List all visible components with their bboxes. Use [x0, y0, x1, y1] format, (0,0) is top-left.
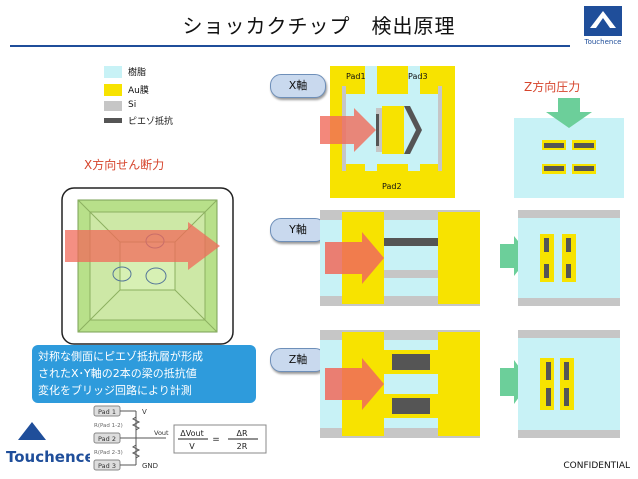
- note-line-2: されたX･Y軸の2本の梁の抵抗値: [38, 367, 197, 380]
- z-axis-result-diagram: [500, 330, 620, 438]
- legend-label-piezo: ピエゾ抵抗: [128, 117, 174, 127]
- formula-vout-den: V: [189, 442, 195, 451]
- formula-equals: =: [212, 435, 220, 445]
- legend-swatch-piezo: [104, 118, 122, 123]
- z-axis-diagram: [320, 330, 480, 438]
- x-axis-label: X軸: [270, 74, 326, 98]
- touchence-logo-icon: Touchence: [584, 6, 622, 46]
- chip-illustration: [61, 187, 234, 345]
- circuit-vout-label: Vout: [154, 429, 169, 437]
- confidential-label: CONFIDENTIAL: [563, 461, 630, 471]
- circuit-pad1-label: Pad 1: [98, 408, 116, 416]
- legend-swatch-resin: [104, 66, 122, 78]
- note-line-1: 対称な側面にピエゾ抵抗層が形成: [38, 350, 203, 363]
- z-axis-label: Z軸: [270, 348, 326, 372]
- legend-item-piezo: ピエゾ抵抗: [104, 115, 184, 127]
- legend-item-resin: 樹脂: [104, 66, 184, 78]
- circuit-pad3-label: Pad 3: [98, 462, 116, 470]
- x-axis-diagram: [320, 66, 455, 198]
- circuit-v-label: V: [142, 408, 147, 416]
- legend-label-gold: Au膜: [128, 86, 149, 96]
- formula-r-den: 2R: [237, 442, 248, 451]
- x-shear-title: X方向せん断力: [84, 158, 165, 172]
- pad1-label: Pad1: [346, 72, 366, 81]
- legend-item-gold: Au膜: [104, 84, 184, 96]
- title-underline: [10, 45, 570, 47]
- z-pressure-diagram: [514, 98, 624, 198]
- z-axis-arrow-icon: [325, 358, 384, 410]
- circuit-gnd-label: GND: [142, 462, 158, 470]
- y-axis-arrow-icon: [325, 232, 384, 284]
- y-axis-label: Y軸: [270, 218, 326, 242]
- legend-label-resin: 樹脂: [128, 68, 147, 78]
- z-pressure-title: Z方向圧力: [524, 80, 581, 94]
- legend-item-si: Si: [104, 100, 184, 112]
- bottom-logo-text: Touchence: [6, 448, 90, 466]
- x-shear-arrow-icon: [65, 222, 220, 270]
- page-title: ショッカクチップ 検出原理: [182, 14, 456, 38]
- formula-r-num: ΔR: [236, 429, 247, 438]
- legend-swatch-si: [104, 101, 122, 111]
- circuit-r23-label: R(Pad 2-3): [94, 450, 123, 456]
- formula-vout-num: ΔVout: [180, 429, 203, 438]
- x-axis-arrow-icon: [320, 108, 376, 152]
- legend-label-si: Si: [128, 100, 137, 110]
- top-logo-text: Touchence: [584, 38, 622, 46]
- note-line-3: 変化をブリッジ回路により計測: [38, 384, 192, 397]
- pad3-label: Pad3: [408, 72, 428, 81]
- touchence-bottom-logo-icon: Touchence: [6, 422, 90, 466]
- circuit-pad2-label: Pad 2: [98, 435, 116, 443]
- y-result-arrow-icon: [500, 236, 530, 276]
- circuit-r12-label: R(Pad 1-2): [94, 423, 123, 429]
- y-axis-diagram: [320, 210, 480, 306]
- z-result-arrow-icon: [500, 360, 530, 404]
- legend-swatch-gold: [104, 84, 122, 96]
- explanation-note: 対称な側面にピエゾ抵抗層が形成 されたX･Y軸の2本の梁の抵抗値 変化をブリッジ…: [32, 345, 256, 403]
- bridge-circuit-diagram: Pad 1 Pad 2 Pad 3 V R(Pad 1-2) R(Pad 2-3…: [93, 405, 267, 471]
- z-pressure-arrow-icon: [546, 98, 592, 128]
- pad2-label: Pad2: [382, 182, 402, 191]
- y-axis-result-diagram: [500, 210, 620, 306]
